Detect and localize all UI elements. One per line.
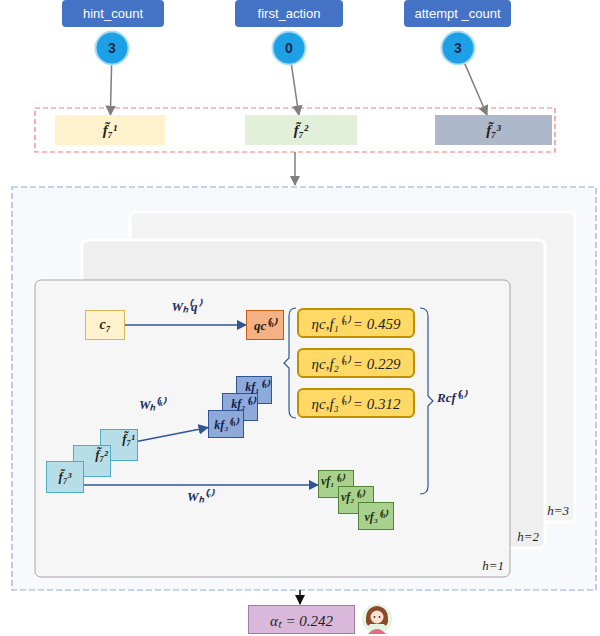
node-text: f̃₇¹ [122, 431, 135, 447]
node-text: kf₁⁽ʰ⁾ [245, 378, 269, 395]
node-text: 3 [454, 40, 462, 56]
feature-embedding: f̃₇² [245, 115, 357, 145]
query-vector: qc⁽ʰ⁾ [246, 310, 284, 340]
output-value: αₜ = 0.242 [248, 605, 355, 634]
weight-label: Wₕ⁽q⁾ [171, 300, 200, 314]
node-text: ηc,f₃⁽ʰ⁾ = 0.312 [312, 393, 401, 413]
node-text: h=1 [482, 558, 504, 574]
node-text: h=3 [547, 503, 569, 519]
value-vector: vf₃⁽ʰ⁾ [358, 502, 394, 530]
concept-vector: c₇ [85, 310, 125, 340]
attention-module-outline [12, 187, 596, 590]
value-circle-shape [96, 32, 129, 65]
icon-face [371, 611, 384, 624]
value-circle: 0 [271, 30, 307, 66]
key-vector: kf₃⁽ʰ⁾ [208, 410, 244, 438]
connector-arrow [125, 324, 246, 326]
value-circle: 3 [94, 30, 130, 66]
node-text: ηc,f₂⁽ʰ⁾ = 0.229 [312, 353, 401, 373]
bracket [420, 308, 433, 494]
weight-label: Wₕ⁽ᵏ⁾ [139, 398, 165, 412]
value-circle-shape [273, 32, 306, 65]
icon-eye [379, 616, 381, 618]
node-text: ηc,f₁⁽ʰ⁾ = 0.459 [312, 313, 401, 333]
node-text: f̃₇² [294, 122, 309, 139]
value-circle-shape [442, 32, 475, 65]
node-text: αₜ = 0.242 [270, 610, 333, 630]
node-text: qc⁽ʰ⁾ [254, 316, 276, 334]
node-text: f̃₇³ [59, 469, 72, 485]
node-text: 0 [285, 40, 293, 56]
feature-name-box: hint_count [62, 0, 164, 27]
connector-arrow [110, 65, 111, 115]
connector-arrow [465, 64, 487, 115]
connector-arrow [84, 484, 318, 486]
head-panel [35, 280, 510, 577]
feature-embedding: f̃₇³ [435, 115, 552, 145]
icon-body [368, 629, 386, 634]
icon-ground [362, 604, 392, 634]
feature-embedding: f̃₇¹ [55, 115, 165, 145]
node-text: first_action [258, 6, 321, 21]
bracket [284, 308, 296, 418]
node-text: f̃₇³ [486, 122, 501, 139]
connector-arrow [138, 428, 208, 442]
relation-label: Rcf⁽ʰ⁾ [437, 391, 466, 405]
icon-eye [374, 616, 376, 618]
attention-weight: ηc,f₃⁽ʰ⁾ = 0.312 [297, 388, 415, 418]
feature-group-outline [35, 108, 555, 152]
node-text: vf₁⁽ʰ⁾ [321, 472, 344, 489]
attention-weight: ηc,f₁⁽ʰ⁾ = 0.459 [297, 308, 415, 338]
connector-arrow [291, 65, 298, 115]
feature-vector: f̃₇³ [46, 461, 84, 493]
node-text: hint_count [83, 6, 143, 21]
head-panel: h=1 c₇ qc⁽ʰ⁾ kf₁⁽ʰ⁾kf₂⁽ʰ⁾ kf₃⁽ʰ⁾ f̃₇¹ f̃₇² f̃₇³… [35, 280, 510, 577]
node-text: h=2 [517, 529, 539, 545]
attention-weight: ηc,f₂⁽ʰ⁾ = 0.229 [297, 348, 415, 378]
flow-arrow [294, 152, 296, 185]
node-text: kf₃⁽ʰ⁾ [214, 416, 238, 433]
node-text: 3 [108, 40, 116, 56]
node-text: f̃₇² [95, 447, 108, 463]
node-text: kf₂⁽ʰ⁾ [231, 395, 255, 412]
feature-name-box: first_action [235, 0, 343, 27]
node-text: f̃₇¹ [103, 122, 118, 139]
weight-label: Wₕ⁽ᵛ⁾ [187, 490, 213, 504]
value-circle: 3 [440, 30, 476, 66]
student-icon [362, 604, 392, 634]
node-text: vf₃⁽ʰ⁾ [365, 508, 388, 525]
node-text: attempt _count [415, 6, 501, 21]
icon-hair [366, 606, 388, 626]
feature-name-box: attempt _count [404, 0, 511, 27]
node-text: vf₂⁽ʰ⁾ [341, 488, 364, 505]
flow-arrow [299, 590, 301, 604]
node-text: c₇ [99, 317, 110, 333]
